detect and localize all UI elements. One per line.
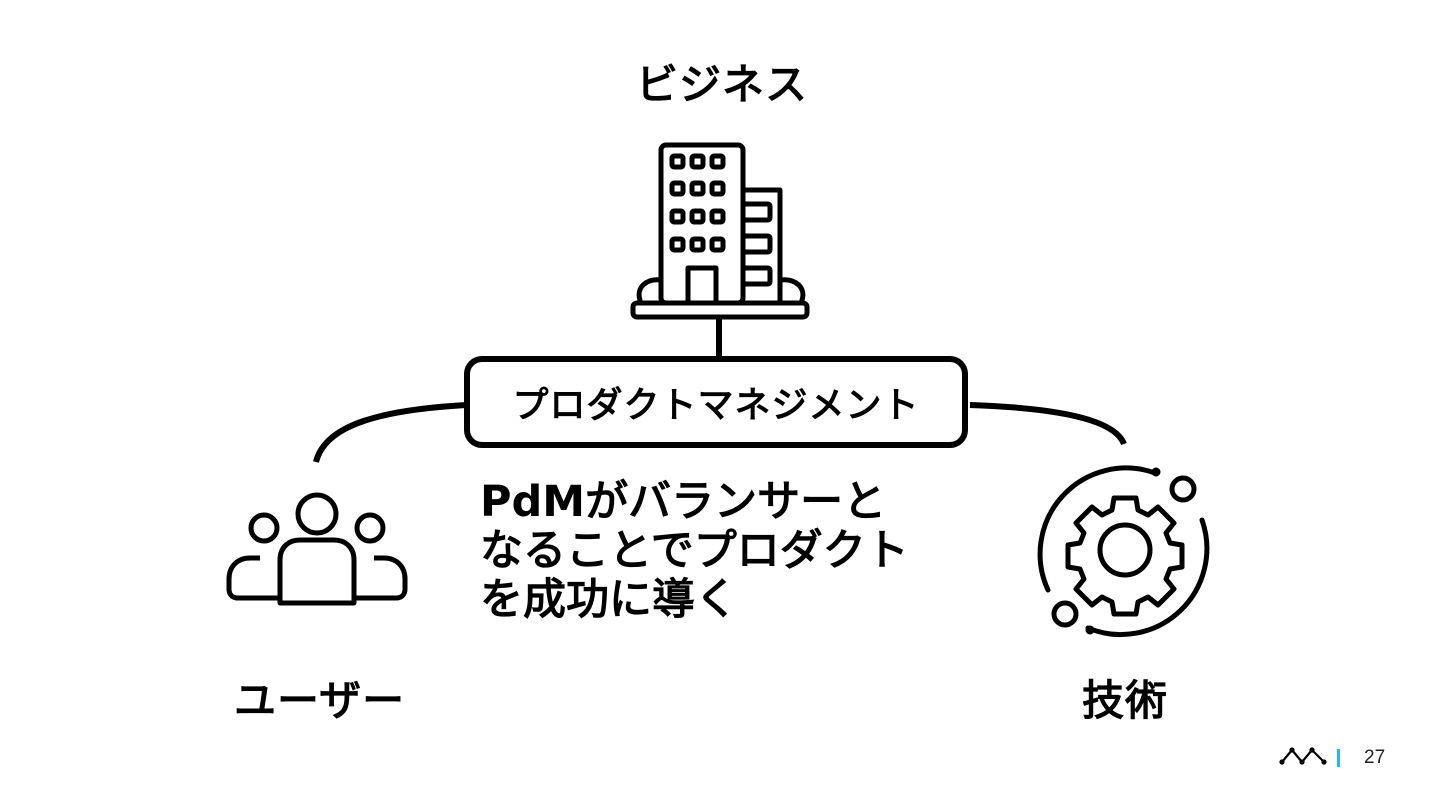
- zigzag-logo-icon: [1279, 747, 1327, 765]
- product-management-box: プロダクトマネジメント: [464, 356, 968, 448]
- gear-orbit-icon: [1037, 465, 1210, 637]
- user-group-icon: [226, 492, 408, 606]
- user-label: ユーザー: [234, 676, 406, 725]
- business-label: ビジネス: [636, 60, 809, 109]
- product-management-title: プロダクトマネジメント: [512, 385, 920, 426]
- message-line-2: なることでプロダクト: [480, 526, 909, 576]
- office-building-icon: [630, 142, 810, 320]
- tech-connector: [969, 402, 1127, 446]
- page-number: 27: [1364, 747, 1386, 768]
- message-line-1: PdMがバランサーと: [480, 477, 887, 527]
- message-line-3: を成功に導く: [480, 575, 738, 625]
- pdm-message: PdMがバランサーと なることでプロダクト を成功に導く: [480, 478, 909, 625]
- footer-separator: [1337, 749, 1340, 767]
- technology-label: 技術: [1082, 676, 1169, 725]
- user-connector: [313, 402, 467, 463]
